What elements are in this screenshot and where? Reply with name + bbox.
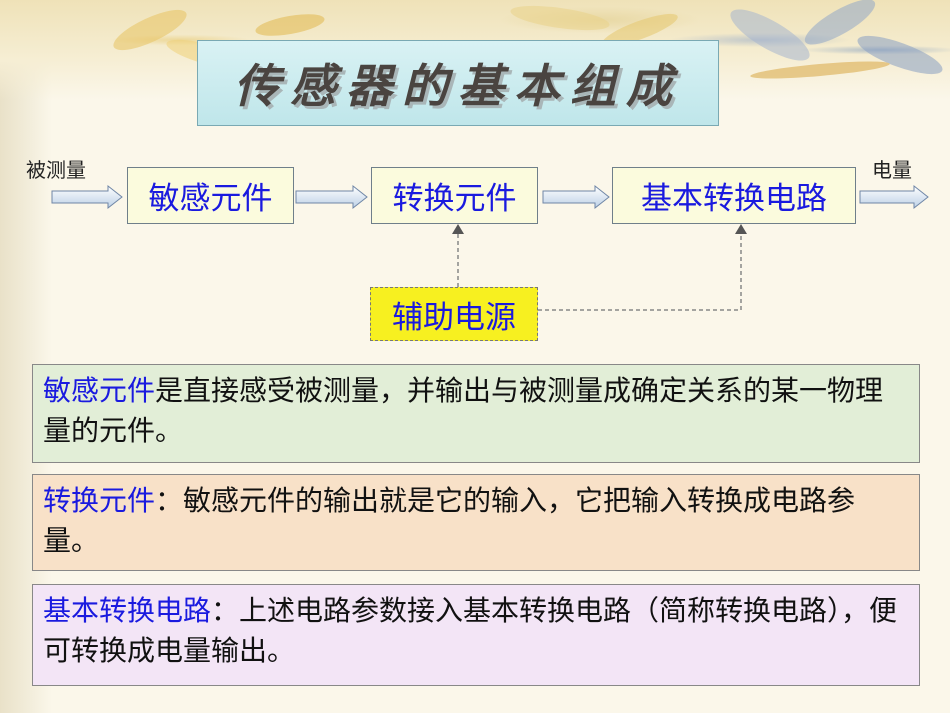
block-sensing-label: 敏感元件 bbox=[148, 181, 273, 217]
output-arrow bbox=[859, 184, 929, 210]
term-sensing: 敏感元件 bbox=[43, 374, 156, 407]
text-sensing: 是直接感受被测量，并输出与被测量成确定关系的某一物理量的元件。 bbox=[43, 374, 884, 447]
power-arrowhead-conversion bbox=[452, 224, 464, 234]
block-conversion-element: 转换元件 bbox=[371, 167, 538, 224]
block-circuit-label: 基本转换电路 bbox=[641, 181, 827, 217]
output-label: 电量 bbox=[872, 158, 912, 182]
arrow-sensing-to-conversion bbox=[295, 184, 368, 210]
description-conversion: 转换元件：敏感元件的输出就是它的输入，它把输入转换成电路参量。 bbox=[32, 474, 920, 571]
power-arrowhead-circuit bbox=[735, 224, 747, 234]
input-arrow bbox=[51, 184, 123, 210]
flower-petals-decoration bbox=[113, 0, 943, 79]
aux-power-label: 辅助电源 bbox=[392, 299, 516, 336]
block-conversion-label: 转换元件 bbox=[392, 181, 517, 217]
block-sensing-element: 敏感元件 bbox=[127, 167, 294, 224]
power-line-to-circuit bbox=[538, 232, 742, 311]
text-circuit: ：上述电路参数接入基本转换电路（简称转换电路），便可转换成电量输出。 bbox=[43, 594, 898, 667]
input-label: 被测量 bbox=[26, 158, 86, 182]
description-circuit: 基本转换电路：上述电路参数接入基本转换电路（简称转换电路），便可转换成电量输出。 bbox=[32, 584, 920, 686]
term-conversion: 转换元件 bbox=[43, 484, 156, 517]
title-banner: 传感器的基本组成 bbox=[197, 40, 719, 126]
page-title: 传感器的基本组成 bbox=[234, 59, 682, 113]
text-conversion: ：敏感元件的输出就是它的输入，它把输入转换成电路参量。 bbox=[43, 484, 856, 557]
arrow-conversion-to-circuit bbox=[542, 184, 610, 210]
block-conversion-circuit: 基本转换电路 bbox=[612, 167, 856, 224]
block-aux-power: 辅助电源 bbox=[370, 287, 538, 341]
description-sensing: 敏感元件是直接感受被测量，并输出与被测量成确定关系的某一物理量的元件。 bbox=[32, 364, 920, 463]
term-circuit: 基本转换电路 bbox=[43, 594, 212, 627]
